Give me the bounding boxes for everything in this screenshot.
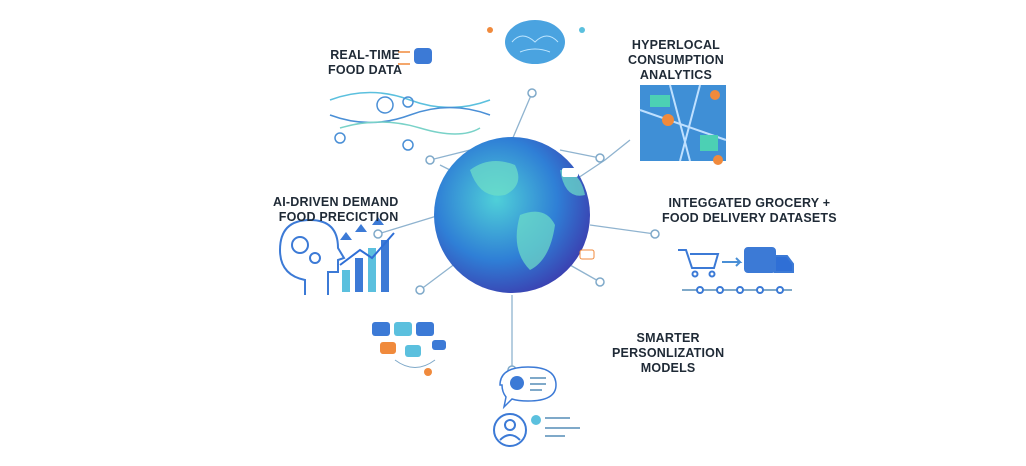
label-line: FOOD PRECICTION — [278, 210, 399, 224]
shopping-cart-icon — [678, 249, 720, 269]
label-hyperlocal-analytics: HYPERLOCAL CONSUMPTION ANALYTICS — [628, 38, 724, 83]
price-tag-icon — [562, 168, 578, 177]
label-real-time-food-data: REAL-TIME FOOD DATA — [328, 48, 402, 78]
label-line: INTEGGATED GROCERY + — [668, 196, 831, 210]
location-pin-icon — [662, 114, 674, 126]
delivery-truck-icon — [744, 247, 776, 273]
label-line: ANALYTICS — [639, 68, 713, 82]
label-line: SMARTER — [636, 331, 700, 345]
globe-icon — [434, 137, 595, 293]
label-line: HYPERLOCAL — [631, 38, 721, 52]
label-line: PERSONLIZATION — [612, 346, 725, 360]
label-line: REAL-TIME — [330, 48, 401, 62]
label-integrated-datasets: INTEGGATED GROCERY + FOOD DELIVERY DATAS… — [662, 196, 837, 226]
map-icon — [639, 84, 727, 165]
clock-timeline-icon — [329, 48, 491, 151]
label-ai-demand-prediction: AI-DRIVEN DEMAND FOOD PRECICTION — [273, 195, 398, 225]
receipt-icon — [579, 249, 595, 260]
label-personalization-models: SMARTER PERSONLIZATION MODELS — [612, 331, 724, 376]
chat-bubbles-icon — [372, 322, 446, 376]
label-line: FOOD DELIVERY DATASETS — [662, 211, 837, 225]
label-line: MODELS — [640, 361, 696, 375]
label-line: CONSUMPTION — [628, 53, 724, 67]
data-device-icon — [414, 48, 432, 64]
delivery-icons — [678, 247, 794, 294]
label-line: FOOD DATA — [328, 63, 403, 77]
label-line: AI-DRIVEN DEMAND — [273, 195, 399, 209]
head-gears-icon — [278, 218, 346, 295]
user-avatar-icon — [493, 366, 580, 447]
bar-chart-icon — [339, 217, 395, 292]
brain-icon — [487, 20, 585, 64]
